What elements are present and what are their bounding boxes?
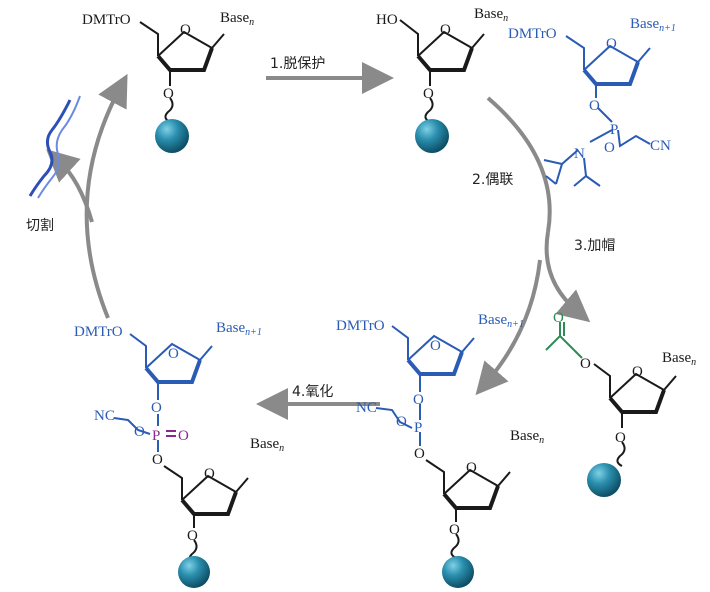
nitrile-label: NC: [94, 408, 115, 424]
phosphorus-label: P: [610, 122, 618, 138]
base-label: Basen: [510, 428, 544, 446]
ring-oxygen-label: O: [466, 460, 477, 476]
nitrile-label: NC: [356, 400, 377, 416]
linker-oxygen-label: O: [187, 528, 198, 544]
linker-oxygen-label: O: [151, 400, 162, 416]
phosphorus-label: P: [414, 420, 422, 436]
dmtro-label: DMTrO: [74, 324, 123, 340]
carbonyl-oxygen-label: O: [553, 310, 564, 326]
base-label: Basen+1: [216, 320, 262, 338]
step-oxidize-label: 4.氧化: [292, 384, 333, 400]
arrow-couple: [486, 96, 552, 233]
molecule-phosphite-dimer: DMTrO O O P O NC Basen+1 O O O Basen: [336, 312, 544, 588]
phosphoryl-oxygen-label: O: [178, 428, 189, 444]
linker-oxygen-label: O: [163, 86, 174, 102]
base-label: Basen: [250, 436, 284, 454]
phosphoryl-double-bond: [166, 430, 176, 437]
dmtro-label: DMTrO: [508, 26, 557, 42]
cyano-label: CN: [650, 138, 671, 154]
ring-oxygen-label: O: [606, 36, 617, 52]
acetyl-oxygen-label: O: [580, 356, 591, 372]
ring-oxygen-label: O: [180, 22, 191, 38]
linker-oxygen-label: O: [449, 522, 460, 538]
solid-support-bead-icon: [442, 556, 474, 588]
step-cleave-label: 切割: [26, 217, 54, 234]
linker-oxygen-label: O: [615, 430, 626, 446]
linker-oxygen-label: O: [423, 86, 434, 102]
ester-oxygen-label: O: [604, 140, 615, 156]
base-label: Basen: [220, 10, 254, 28]
arrow-cleave: [46, 149, 94, 223]
bridge-oxygen-label: O: [414, 446, 425, 462]
ring-oxygen-label: O: [430, 338, 441, 354]
phosphorus-label: P: [152, 428, 160, 444]
molecule-deprotected-nucleoside: HO O O Basen: [376, 6, 508, 153]
arrow-cap: [544, 231, 591, 323]
ester-oxygen-label: O: [134, 424, 145, 440]
solid-support-bead-icon: [587, 463, 621, 497]
ring-oxygen-label: O: [204, 466, 215, 482]
step-deprotect-label: 1.脱保护: [270, 56, 325, 72]
step-cap-label: 3.加帽: [574, 238, 615, 254]
hydroxyl-label: HO: [376, 12, 398, 28]
dmtro-label: DMTrO: [336, 318, 385, 334]
base-label: Basen: [662, 350, 696, 368]
arrow-to-capped-product: [475, 259, 542, 396]
ester-oxygen-label: O: [396, 414, 407, 430]
molecule-phosphoramidite: DMTrO O O P O CN N Basen+1: [508, 16, 676, 187]
base-label: Basen+1: [478, 312, 524, 330]
solid-support-bead-icon: [178, 556, 210, 588]
ring-oxygen-label: O: [632, 364, 643, 380]
base-label: Basen: [474, 6, 508, 24]
arrow-return: [84, 73, 128, 319]
linker-oxygen-label: O: [589, 98, 600, 114]
oligonucleotide-strand-icon: [28, 95, 81, 199]
linker-oxygen-label: O: [413, 392, 424, 408]
dmtro-label: DMTrO: [82, 12, 131, 28]
bridge-oxygen-label: O: [152, 452, 163, 468]
base-label: Basen+1: [630, 16, 676, 34]
molecule-phosphate-dimer: DMTrO O O P O O NC Basen+1 O: [74, 320, 284, 588]
solid-support-bead-icon: [415, 119, 449, 153]
cycle-arrows: [46, 62, 591, 420]
solid-support-bead-icon: [155, 119, 189, 153]
nitrogen-label: N: [574, 146, 585, 162]
ring-oxygen-label: O: [440, 22, 451, 38]
step-couple-label: 2.偶联: [472, 172, 513, 188]
ring-oxygen-label: O: [168, 346, 179, 362]
molecule-protected-nucleoside: DMTrO O O Basen: [82, 10, 254, 153]
molecule-capped-nucleoside: O O O O Basen: [545, 310, 696, 497]
